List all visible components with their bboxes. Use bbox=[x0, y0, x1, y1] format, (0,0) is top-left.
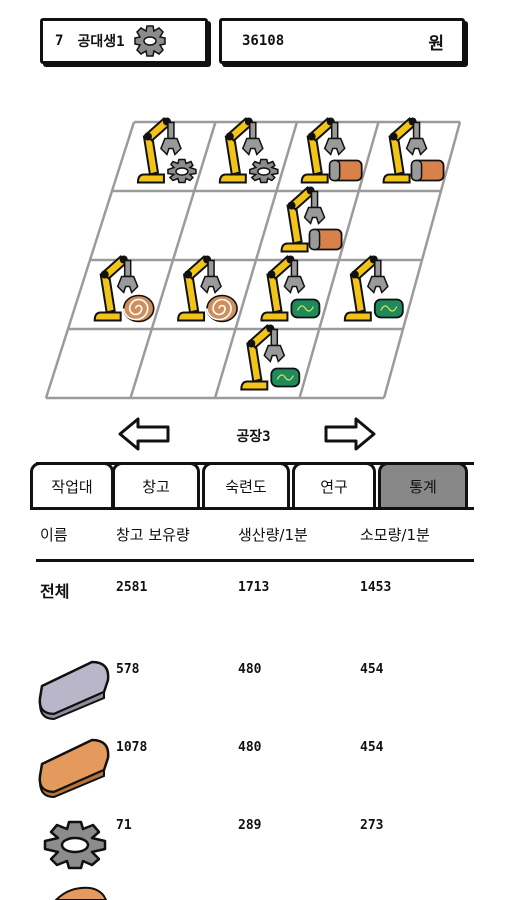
gray-plate-produced: 480 bbox=[238, 662, 262, 677]
orange-plate-produced: 480 bbox=[238, 740, 262, 755]
partial-item-icon bbox=[54, 886, 108, 900]
tab-workbench[interactable]: 작업대 bbox=[30, 462, 114, 510]
total-consumed: 1453 bbox=[360, 580, 392, 595]
col-consumed: 소모량/1분 bbox=[360, 526, 430, 544]
player-level: 7 bbox=[55, 33, 64, 49]
next-factory-arrow-icon[interactable] bbox=[322, 416, 378, 452]
grid-line bbox=[382, 121, 462, 399]
robot-arm-machine[interactable] bbox=[177, 255, 238, 323]
robot-arm-machine[interactable] bbox=[382, 117, 445, 184]
factory-navigation: 공장3 bbox=[0, 414, 507, 454]
robot-arm-machine[interactable] bbox=[218, 117, 279, 184]
col-produced: 생산량/1분 bbox=[238, 526, 308, 544]
gear-produced: 289 bbox=[238, 818, 262, 833]
total-produced: 1713 bbox=[238, 580, 270, 595]
stats-table-header: 이름 창고 보유량 생산량/1분 소모량/1분 bbox=[36, 522, 474, 562]
gray-plate-consumed: 454 bbox=[360, 662, 384, 677]
gear-consumed: 273 bbox=[360, 818, 384, 833]
factory-floor[interactable] bbox=[0, 80, 507, 410]
grid-line bbox=[298, 121, 380, 399]
stats-row-total: 전체 2581 1713 1453 bbox=[36, 580, 474, 610]
stats-row-orange-plate: 1078 480 454 bbox=[36, 736, 474, 798]
tab-storage[interactable]: 창고 bbox=[112, 462, 200, 510]
orange-plate-stock: 1078 bbox=[116, 740, 148, 755]
grid-line bbox=[129, 121, 217, 399]
robot-arm-machine[interactable] bbox=[240, 324, 301, 391]
total-stock: 2581 bbox=[116, 580, 148, 595]
tab-proficiency[interactable]: 숙련도 bbox=[202, 462, 290, 510]
machine-layer bbox=[93, 117, 445, 391]
player-nickname: 공대생1 bbox=[77, 34, 125, 50]
robot-arm-machine[interactable] bbox=[300, 117, 363, 184]
grid-line bbox=[213, 121, 299, 399]
grid-line bbox=[44, 121, 136, 399]
col-name: 이름 bbox=[40, 526, 68, 544]
col-stock: 창고 보유량 bbox=[116, 526, 190, 544]
gray-plate-icon bbox=[38, 660, 110, 720]
player-level-box[interactable]: 7 공대생1 bbox=[40, 18, 208, 64]
settings-gear-icon[interactable] bbox=[133, 24, 167, 58]
robot-arm-machine[interactable] bbox=[136, 117, 197, 184]
total-label: 전체 bbox=[40, 582, 70, 601]
gear-icon bbox=[43, 820, 107, 870]
robot-arm-machine[interactable] bbox=[260, 255, 321, 322]
currency-label: 원 bbox=[428, 33, 444, 54]
money-box: 36108 원 bbox=[219, 18, 465, 64]
gear-stock: 71 bbox=[116, 818, 132, 833]
robot-arm-machine[interactable] bbox=[343, 255, 404, 322]
tab-statistics[interactable]: 통계 bbox=[378, 462, 468, 510]
tab-research[interactable]: 연구 bbox=[292, 462, 376, 510]
orange-plate-icon bbox=[38, 738, 110, 798]
orange-plate-consumed: 454 bbox=[360, 740, 384, 755]
factory-name: 공장3 bbox=[236, 429, 271, 445]
tab-bar: 작업대 창고 숙련도 연구 통계 bbox=[30, 462, 474, 510]
robot-arm-machine[interactable] bbox=[280, 186, 343, 253]
stats-row-gear: 71 289 273 bbox=[36, 814, 474, 876]
prev-factory-arrow-icon[interactable] bbox=[116, 416, 172, 452]
gray-plate-stock: 578 bbox=[116, 662, 140, 677]
stats-row-gray-plate: 578 480 454 bbox=[36, 658, 474, 720]
factory-grid bbox=[44, 120, 462, 400]
money-amount: 36108 bbox=[242, 33, 285, 49]
robot-arm-machine[interactable] bbox=[93, 255, 155, 323]
